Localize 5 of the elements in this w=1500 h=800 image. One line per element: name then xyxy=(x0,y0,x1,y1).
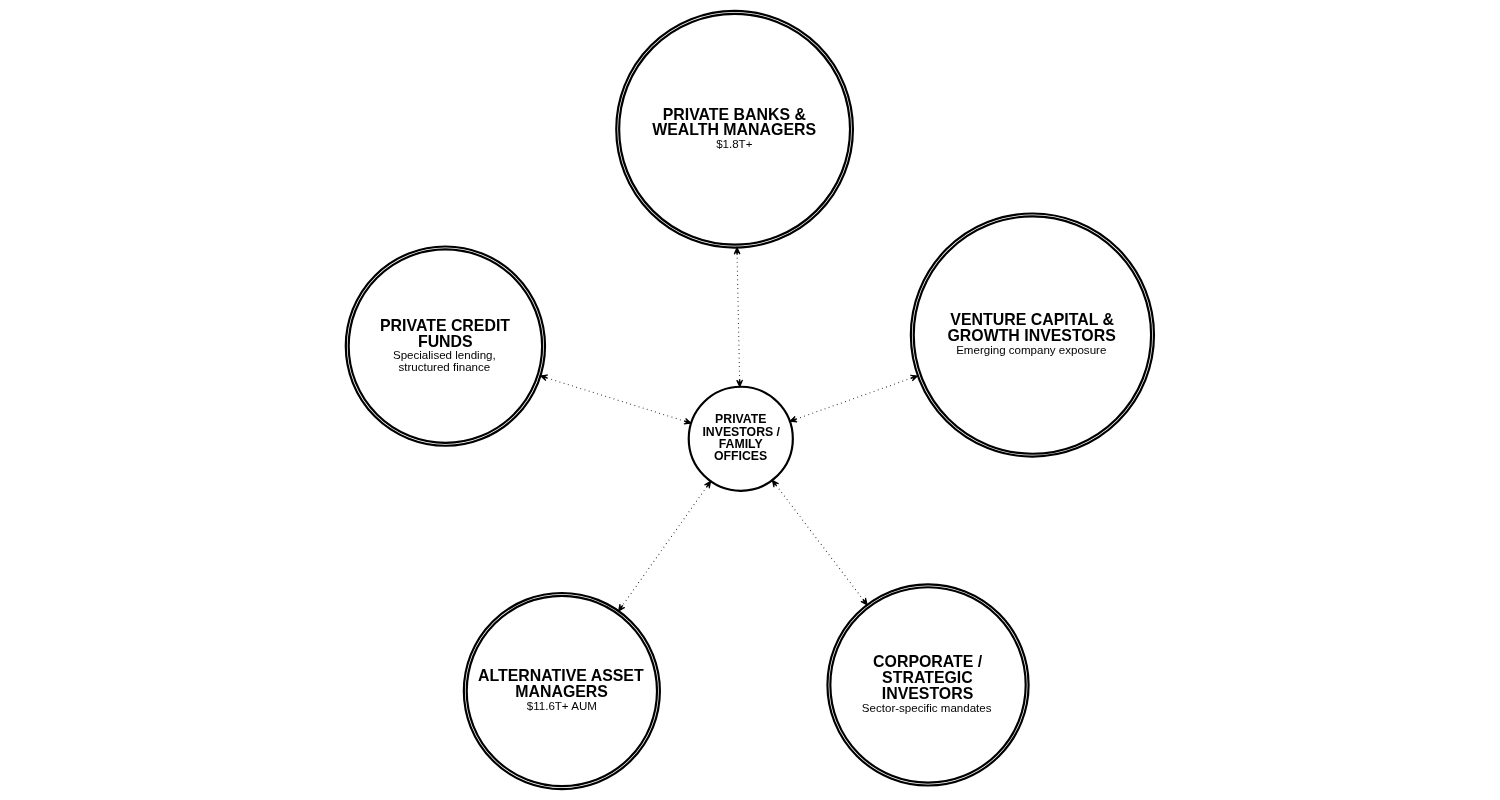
arrow xyxy=(733,247,744,388)
arrow xyxy=(618,480,712,612)
arrow xyxy=(771,479,868,606)
arrow xyxy=(540,374,692,425)
arrow xyxy=(789,374,919,423)
